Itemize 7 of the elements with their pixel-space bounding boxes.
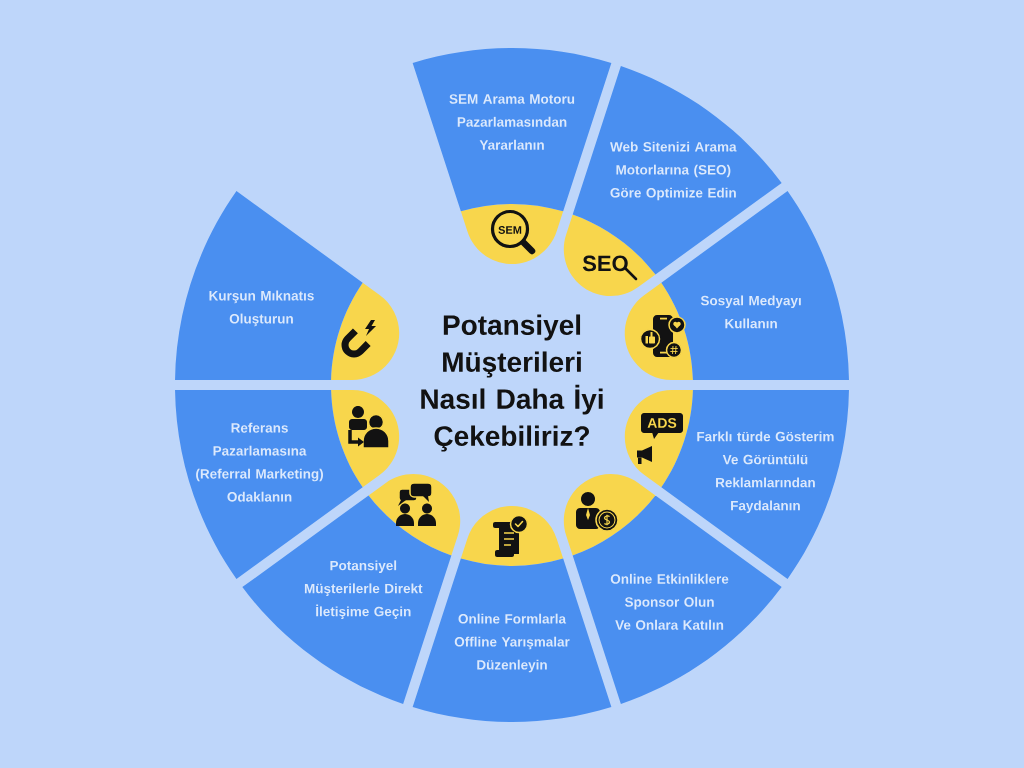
icon-label: SEM [498, 226, 522, 234]
node-label: Online Formlarla Offline Yarışmalar Düzenleyin [454, 613, 570, 673]
node-label: Sosyal Medyayı Kullanın [700, 295, 801, 329]
ring-segment: Kurşun Mıknatıs Oluşturun [175, 191, 363, 380]
icon-label: SEO [582, 255, 628, 272]
title: Potansiyel Müşterileri Nasıl Daha İyi Çekebiliriz? [421, 314, 603, 452]
node-label: SEM Arama Motoru Pazarlamasından Yararlanın [449, 94, 575, 150]
